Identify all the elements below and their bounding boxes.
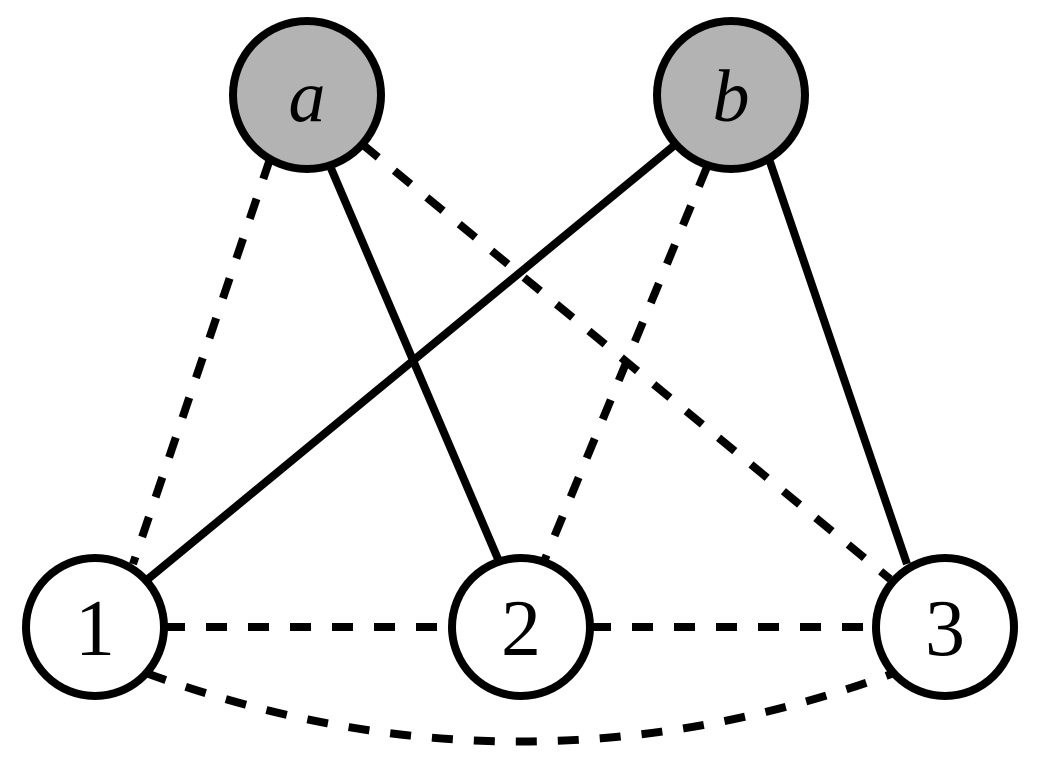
edge-1-3-arc[interactable] <box>144 669 896 746</box>
node-2-circle[interactable] <box>448 554 594 700</box>
node-a-circle[interactable] <box>229 17 385 173</box>
node-b-label: b <box>713 56 750 138</box>
node-b[interactable]: b <box>653 17 809 173</box>
edge-layer <box>129 140 911 746</box>
edge-b-2[interactable] <box>541 165 711 561</box>
node-1[interactable]: 1 <box>22 554 168 700</box>
node-3[interactable]: 3 <box>872 554 1018 700</box>
node-layer: a b 1 2 3 <box>22 17 1018 700</box>
node-3-label: 3 <box>925 585 965 673</box>
edge-a-1[interactable] <box>129 157 274 566</box>
node-3-circle[interactable] <box>872 554 1018 700</box>
edge-b-1[interactable] <box>145 140 679 583</box>
node-a[interactable]: a <box>229 17 385 173</box>
node-a-label: a <box>289 56 326 138</box>
node-2-label: 2 <box>501 585 541 673</box>
edge-b-3[interactable] <box>765 157 911 566</box>
node-2[interactable]: 2 <box>448 554 594 700</box>
node-b-circle[interactable] <box>653 17 809 173</box>
node-1-circle[interactable] <box>22 554 168 700</box>
node-1-label: 1 <box>75 585 115 673</box>
